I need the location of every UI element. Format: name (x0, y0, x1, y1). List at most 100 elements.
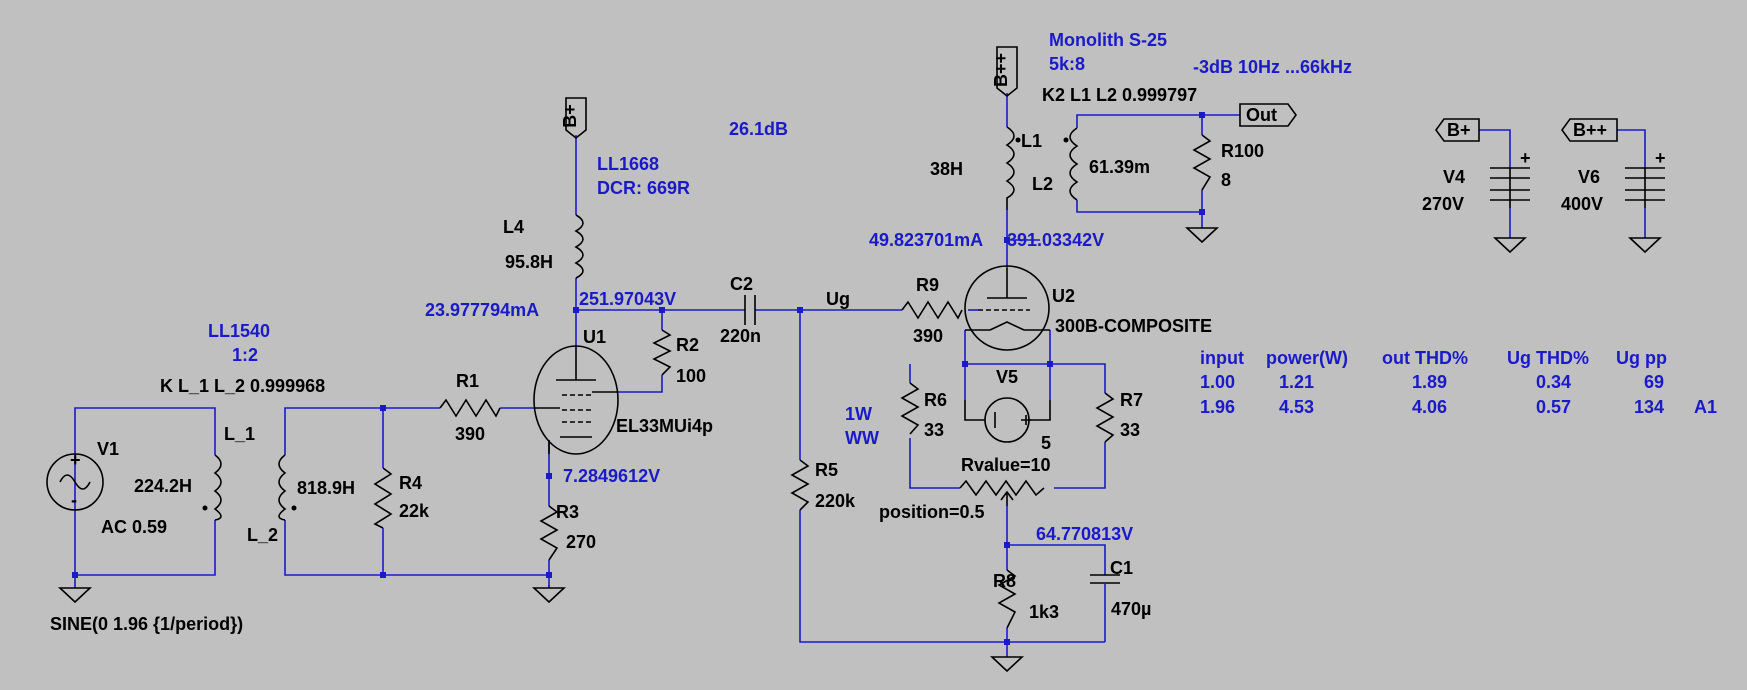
v1-ac: AC 0.59 (101, 517, 167, 537)
r3-resistor-symbol[interactable] (539, 505, 559, 561)
l4-inductor-symbol[interactable] (574, 214, 584, 279)
table-header: out THD% (1382, 348, 1468, 368)
net-flag-out: Out (1239, 103, 1297, 127)
l1-ot-name: L1 (1021, 131, 1042, 151)
r4-value: 22k (399, 501, 430, 521)
v1-name: V1 (97, 439, 119, 459)
measurement-table: input power(W) out THD% Ug THD% Ug pp 1.… (1200, 348, 1717, 417)
r1-name: R1 (456, 371, 479, 391)
c1-value: 470µ (1111, 599, 1151, 619)
r6-value: 33 (924, 420, 944, 440)
table-cell: 1.21 (1279, 372, 1314, 392)
v5-dc-source-symbol[interactable] (964, 397, 1051, 443)
table-cell: 69 (1644, 372, 1664, 392)
net-label: Out (1246, 105, 1277, 125)
r2-value: 100 (676, 366, 706, 386)
table-cell: 1.89 (1412, 372, 1447, 392)
r7-name: R7 (1120, 390, 1143, 410)
l2-name: L_2 (247, 525, 278, 545)
table-header: power(W) (1266, 348, 1348, 368)
table-cell: 0.57 (1536, 397, 1571, 417)
v4-name: V4 (1443, 167, 1465, 187)
r1-resistor-symbol[interactable] (439, 398, 501, 418)
r8-value: 1k3 (1029, 602, 1059, 622)
u1-pentode-symbol[interactable] (533, 345, 619, 455)
svg-text:+: + (70, 450, 81, 470)
c2-capacitor-symbol[interactable] (744, 295, 756, 325)
u1-name: U1 (583, 327, 606, 347)
c1-capacitor-symbol[interactable] (1090, 574, 1120, 610)
v1-sine: SINE(0 1.96 {1/period}) (50, 614, 243, 634)
r100-name: R100 (1221, 141, 1264, 161)
c1-name: C1 (1110, 558, 1133, 578)
v4-battery-symbol[interactable]: + (1490, 148, 1531, 208)
input-transformer-symbol[interactable] (202, 454, 297, 521)
u2-name: U2 (1052, 286, 1075, 306)
u2-triode-symbol[interactable] (964, 265, 1050, 351)
v1-sine-source-symbol[interactable]: + - (46, 450, 104, 511)
r6-resistor-symbol[interactable] (900, 382, 920, 435)
net-label: B++ (1573, 120, 1607, 140)
v5-value: 5 (1041, 433, 1051, 453)
r8-resistor-symbol[interactable] (997, 569, 1017, 629)
table-header: Ug THD% (1507, 348, 1589, 368)
r9-name: R9 (916, 275, 939, 295)
u2-anode-voltage: 391.03342V (1007, 230, 1104, 250)
amp-title: Monolith S-25 (1049, 30, 1167, 50)
table-cell: 1.96 (1200, 397, 1235, 417)
pot-value: Rvalue=10 (961, 455, 1051, 475)
v6-battery-symbol[interactable]: + (1625, 148, 1666, 208)
table-header: Ug pp (1616, 348, 1667, 368)
potentiometer-symbol[interactable] (959, 479, 1045, 506)
svg-text:+: + (1655, 148, 1666, 168)
t1-ratio: 1:2 (232, 345, 258, 365)
r5-value: 220k (815, 491, 856, 511)
l1-name: L_1 (224, 424, 255, 444)
v4-value: 270V (1422, 194, 1464, 214)
t1-coupling: K L_1 L_2 0.999968 (160, 376, 325, 396)
r5-resistor-symbol[interactable] (790, 459, 810, 511)
l4-value: 95.8H (505, 252, 553, 272)
r6-name: R6 (924, 390, 947, 410)
ground-symbols (57, 227, 1663, 673)
r100-value: 8 (1221, 170, 1231, 190)
k2-coupling: K2 L1 L2 0.999797 (1042, 85, 1197, 105)
net-label: B+ (560, 104, 580, 128)
l2-ot-name: L2 (1032, 174, 1053, 194)
r2-resistor-symbol[interactable] (652, 329, 672, 376)
pot-position: position=0.5 (879, 502, 985, 522)
l4-model: LL1668 (597, 154, 659, 174)
c2-name: C2 (730, 274, 753, 294)
r3-value: 270 (566, 532, 596, 552)
r9-value: 390 (913, 326, 943, 346)
r3-name: R3 (556, 502, 579, 522)
u1-model: EL33MUi4p (616, 416, 713, 436)
table-cell: 0.34 (1536, 372, 1571, 392)
net-label: B++ (991, 53, 1011, 87)
net-label: B+ (1447, 120, 1471, 140)
l4-dcr: DCR: 669R (597, 178, 690, 198)
table-cell: 134 (1634, 397, 1664, 417)
r1-value: 390 (455, 424, 485, 444)
r4-resistor-symbol[interactable] (373, 467, 393, 529)
r4-name: R4 (399, 473, 422, 493)
r7-value: 33 (1120, 420, 1140, 440)
svg-text:+: + (1520, 148, 1531, 168)
net-flag-bplus-v4: B+ (1435, 118, 1480, 142)
l2-ot-value: 61.39m (1089, 157, 1150, 177)
gain-note: 26.1dB (729, 119, 788, 139)
output-transformer-symbol[interactable] (1005, 126, 1079, 210)
l2-value: 818.9H (297, 478, 355, 498)
u2-anode-current: 49.823701mA (869, 230, 983, 250)
r9-resistor-symbol[interactable] (901, 300, 963, 320)
r7-resistor-symbol[interactable] (1095, 392, 1115, 443)
r6-note-type: WW (845, 428, 879, 448)
r100-resistor-symbol[interactable] (1192, 134, 1212, 191)
transformer-ratio: 5k:8 (1049, 54, 1085, 74)
net-ug-label: Ug (826, 289, 850, 309)
table-cell: 4.53 (1279, 397, 1314, 417)
c2-value: 220n (720, 326, 761, 346)
u2-cathode-voltage: 64.770813V (1036, 524, 1133, 544)
